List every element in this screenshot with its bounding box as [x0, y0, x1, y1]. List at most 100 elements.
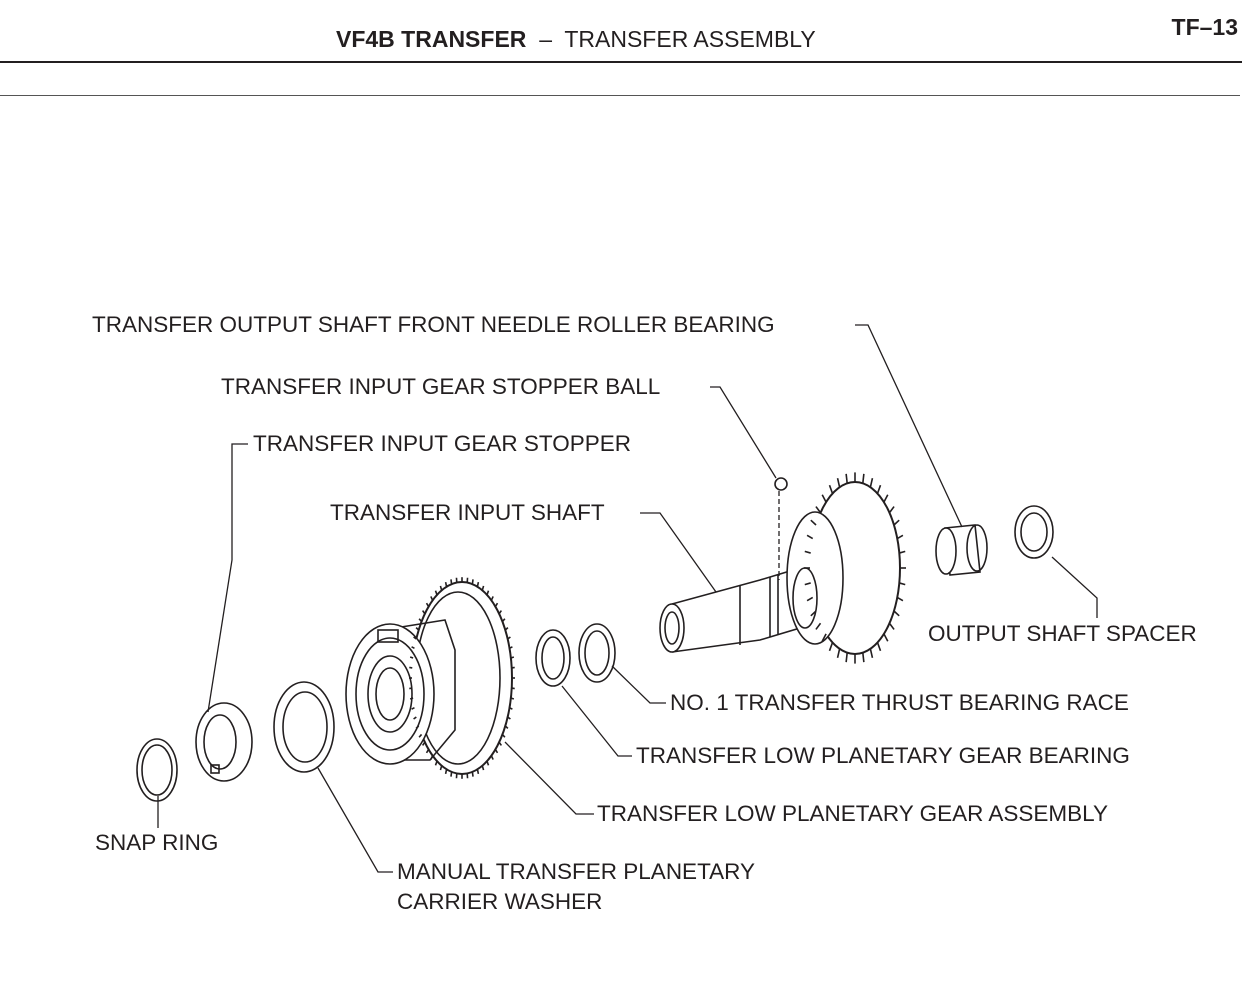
gear-tooth: [804, 550, 811, 554]
section-name: VF4B TRANSFER: [336, 26, 527, 52]
gear-tooth: [821, 633, 827, 642]
figure-frame: [0, 95, 1240, 96]
gear-tooth: [883, 494, 889, 503]
low-planetary-gear-assembly-part: [345, 581, 513, 775]
gear-tooth: [425, 602, 430, 608]
gear-tooth: [421, 610, 426, 615]
header-rule: [0, 61, 1242, 63]
gear-tooth: [507, 636, 511, 640]
gear-tooth: [501, 733, 506, 738]
gear-tooth: [486, 760, 490, 766]
gear-tooth: [869, 648, 874, 659]
section-title: TRANSFER ASSEMBLY: [564, 26, 816, 52]
gear-tooth: [413, 716, 417, 720]
label-input-shaft: TRANSFER INPUT SHAFT: [330, 500, 605, 525]
gear-tooth: [862, 473, 865, 484]
gear-tooth: [415, 725, 420, 729]
gear-tooth: [409, 697, 414, 700]
gear-tooth: [409, 666, 413, 669]
gear-tooth: [899, 550, 906, 554]
gear-tooth: [883, 633, 889, 642]
label-low-planetary-assembly: TRANSFER LOW PLANETARY GEAR ASSEMBLY: [597, 801, 1108, 826]
gear-tooth: [511, 666, 515, 669]
gear-tooth: [471, 579, 474, 585]
gear-tooth: [490, 596, 494, 601]
gear-tooth: [821, 494, 827, 503]
gear-tooth: [828, 484, 834, 494]
gear-tooth: [430, 755, 434, 760]
gear-tooth: [810, 519, 817, 526]
input-shaft-part: [659, 481, 901, 655]
gear-tooth: [490, 755, 494, 760]
gear-tooth: [481, 585, 485, 591]
output-shaft-spacer-part: [1014, 505, 1054, 559]
gear-tooth: [828, 642, 834, 652]
label-output-needle-bearing: TRANSFER OUTPUT SHAFT FRONT NEEDLE ROLLE…: [92, 312, 775, 337]
gear-teeth: [409, 472, 906, 779]
gear-tooth: [409, 656, 414, 659]
low-planetary-gear-bearing-part: [535, 629, 571, 687]
gear-tooth: [413, 636, 417, 640]
gear-tooth: [815, 622, 822, 630]
page-header: VF4B TRANSFER – TRANSFER ASSEMBLY: [336, 26, 816, 53]
gear-tooth: [471, 771, 474, 777]
gear-tooth: [439, 765, 443, 771]
label-low-planetary-bearing: TRANSFER LOW PLANETARY GEAR BEARING: [636, 743, 1130, 768]
gear-tooth: [893, 610, 900, 617]
gear-tooth: [450, 771, 453, 777]
gear-tooth: [434, 760, 438, 766]
gear-tooth: [418, 618, 423, 623]
separator: –: [539, 26, 552, 52]
gear-tooth: [507, 716, 511, 720]
gear-tooth: [888, 622, 895, 630]
gear-tooth: [425, 748, 430, 754]
gear-tooth: [411, 646, 415, 650]
label-snap-ring: SNAP RING: [95, 830, 219, 855]
gear-tooth: [498, 610, 503, 615]
gear-tooth: [494, 602, 499, 608]
gear-tooth: [510, 697, 515, 700]
gear-tooth: [430, 596, 434, 601]
gear-tooth: [504, 725, 509, 729]
gear-tooth: [810, 610, 817, 617]
gear-tooth: [845, 473, 848, 484]
gear-tooth: [444, 581, 448, 587]
gear-tooth: [504, 627, 509, 631]
gear-tooth: [498, 741, 503, 746]
stopper-ball-part: [774, 477, 788, 491]
gear-tooth: [896, 596, 904, 602]
gear-tooth: [494, 748, 499, 754]
gear-tooth: [434, 590, 438, 596]
gear-tooth: [888, 506, 895, 514]
gear-tooth: [439, 585, 443, 591]
gear-tooth: [876, 484, 882, 494]
gear-tooth: [804, 582, 811, 586]
gear-tooth: [815, 506, 822, 514]
gear-tooth: [509, 706, 513, 710]
gear-tooth: [476, 581, 480, 587]
gear-tooth: [899, 582, 906, 586]
carrier-washer-part: [273, 681, 335, 773]
gear-tooth: [836, 477, 841, 488]
label-thrust-race: NO. 1 TRANSFER THRUST BEARING RACE: [670, 690, 1129, 715]
gear-tooth: [444, 769, 448, 775]
needle-roller-bearing-part: [935, 524, 988, 576]
gear-tooth: [415, 627, 420, 631]
gear-tooth: [501, 618, 506, 623]
gear-tooth: [509, 646, 513, 650]
gear-tooth: [411, 706, 415, 710]
snap-ring-part: [136, 738, 178, 802]
label-washer-line2: CARRIER WASHER: [397, 889, 603, 914]
gear-tooth: [476, 769, 480, 775]
gear-tooth: [450, 579, 453, 585]
page-number: TF–13: [1171, 14, 1238, 40]
gear-tooth: [510, 656, 515, 659]
gear-tooth: [862, 652, 865, 663]
gear-tooth: [806, 596, 814, 602]
gear-tooth: [421, 741, 426, 746]
gear-tooth: [876, 642, 882, 652]
gear-tooth: [511, 687, 515, 690]
gear-tooth: [486, 590, 490, 596]
input-gear-stopper-part: [195, 702, 253, 782]
